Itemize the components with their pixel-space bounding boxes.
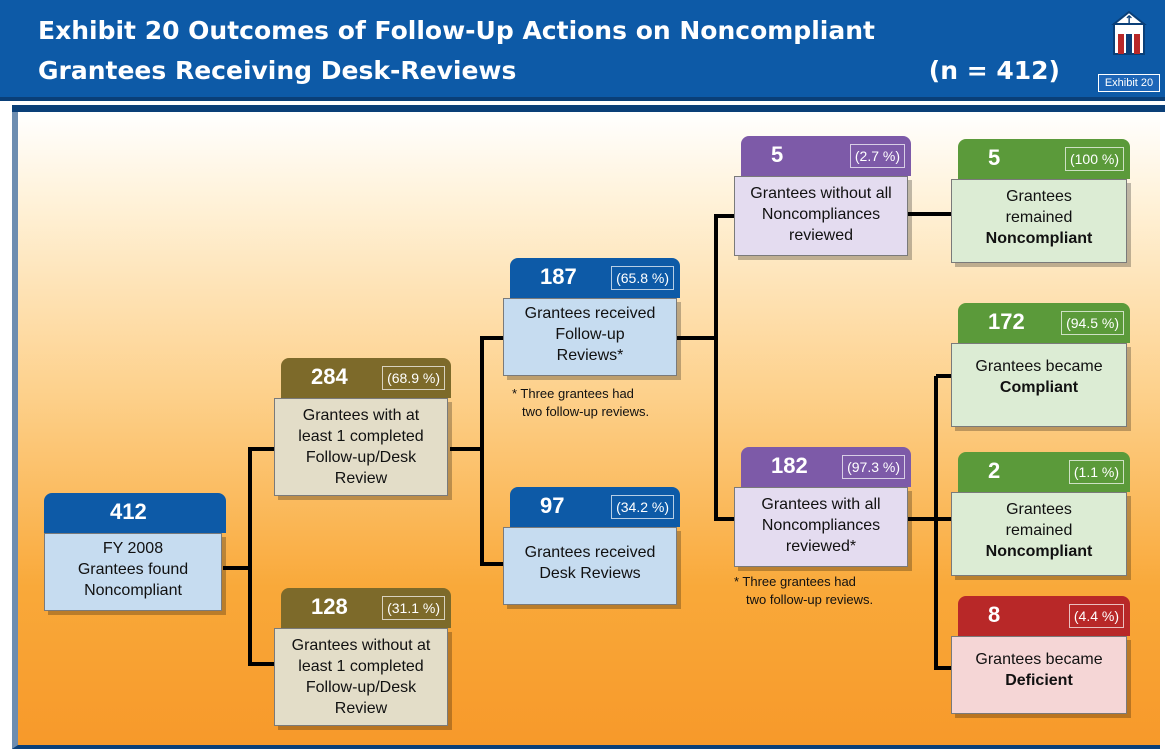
node-percent: (4.4 %) (1068, 604, 1124, 628)
node-line: Grantees became (975, 651, 1103, 668)
node-line: least 1 completed (298, 428, 424, 445)
footnote-line: * Three grantees had (512, 386, 634, 401)
node-count: 182 (771, 453, 808, 478)
sample-size-label: (n = 412) (928, 56, 1060, 85)
exhibit-logo: ↑ Exhibit 20 (1098, 10, 1160, 92)
panel-top-border (12, 105, 1165, 112)
node-percent: (2.7 %) (849, 144, 905, 168)
connector-trunk-outcomes (934, 376, 951, 670)
node-count: 5 (988, 145, 1001, 170)
node-percent: (65.8 %) (611, 266, 674, 290)
footnote-all-reviewed: * Three grantees had two follow-up revie… (734, 573, 873, 609)
node-line: least 1 completed (298, 658, 424, 675)
node-line: Grantees found (77, 561, 189, 578)
node-line: Follow-up/Desk (305, 449, 417, 466)
footnote-followup: * Three grantees had two follow-up revie… (512, 385, 649, 421)
node-status: Deficient (1005, 672, 1073, 689)
footnote-line: two follow-up reviews. (746, 592, 874, 607)
node-percent: (1.1 %) (1068, 460, 1124, 484)
node-line: Review (334, 470, 388, 487)
connector-with-to-desk (480, 449, 503, 566)
node-line: Grantees with all (761, 496, 881, 513)
node-count: 97 (540, 493, 565, 518)
node-count: 172 (988, 309, 1025, 334)
connector-with-to-followup (450, 336, 503, 451)
title-line-1: Exhibit 20 Outcomes of Follow-Up Actions… (38, 16, 875, 45)
node-line: Grantees received (524, 305, 656, 322)
node-line: Follow-up/Desk (305, 679, 417, 696)
node-line: Review (334, 700, 388, 717)
node-percent: (31.1 %) (382, 596, 445, 620)
node-line: Grantees received (524, 544, 656, 561)
node-percent: (97.3 %) (842, 455, 905, 479)
connector-root-to-with (223, 447, 274, 570)
connector-root-to-without (248, 568, 274, 666)
node-line: reviewed (788, 227, 854, 244)
svg-text:↑: ↑ (1124, 13, 1134, 27)
node-line: Grantees without all (750, 185, 892, 202)
node-count: 412 (110, 499, 147, 524)
connector-followup-to-notall (677, 214, 734, 340)
title-line-2: Grantees Receiving Desk-Reviews (38, 56, 517, 85)
node-percent: (34.2 %) (611, 495, 674, 519)
node-count: 187 (540, 264, 577, 289)
node-line: Desk Reviews (539, 565, 641, 582)
node-line: Grantees without at (291, 637, 431, 654)
exhibit-header: Exhibit 20 Outcomes of Follow-Up Actions… (0, 0, 1165, 101)
node-line: Reviews* (556, 347, 624, 364)
node-line: Grantees (1006, 501, 1072, 518)
node-line: Grantees with at (302, 407, 420, 424)
node-count: 2 (988, 458, 1001, 483)
node-status: Noncompliant (985, 543, 1093, 560)
node-line: remained (1005, 522, 1073, 539)
node-line: remained (1005, 209, 1073, 226)
node-line: Noncompliances (761, 517, 881, 534)
node-line: Grantees became (975, 358, 1103, 375)
node-line: Follow-up (555, 326, 625, 343)
node-count: 8 (988, 602, 1001, 627)
node-count: 128 (311, 594, 348, 619)
node-percent: (100 %) (1064, 147, 1124, 171)
building-blocks-icon: ↑ (1111, 10, 1147, 55)
node-percent: (68.9 %) (382, 366, 445, 390)
node-count: 284 (311, 364, 348, 389)
node-status: Compliant (999, 379, 1079, 396)
node-line: Noncompliances (761, 206, 881, 223)
exhibit-badge: Exhibit 20 (1098, 74, 1160, 92)
node-line: reviewed* (785, 538, 857, 555)
footnote-line: * Three grantees had (734, 574, 856, 589)
node-line: Grantees (1006, 188, 1072, 205)
node-percent: (94.5 %) (1061, 311, 1124, 335)
node-line: FY 2008 (102, 540, 164, 557)
node-status: Noncompliant (985, 230, 1093, 247)
node-count: 5 (771, 142, 784, 167)
node-line: Noncompliant (84, 582, 182, 599)
footnote-line: two follow-up reviews. (522, 404, 650, 419)
connector-followup-to-all (714, 338, 734, 521)
